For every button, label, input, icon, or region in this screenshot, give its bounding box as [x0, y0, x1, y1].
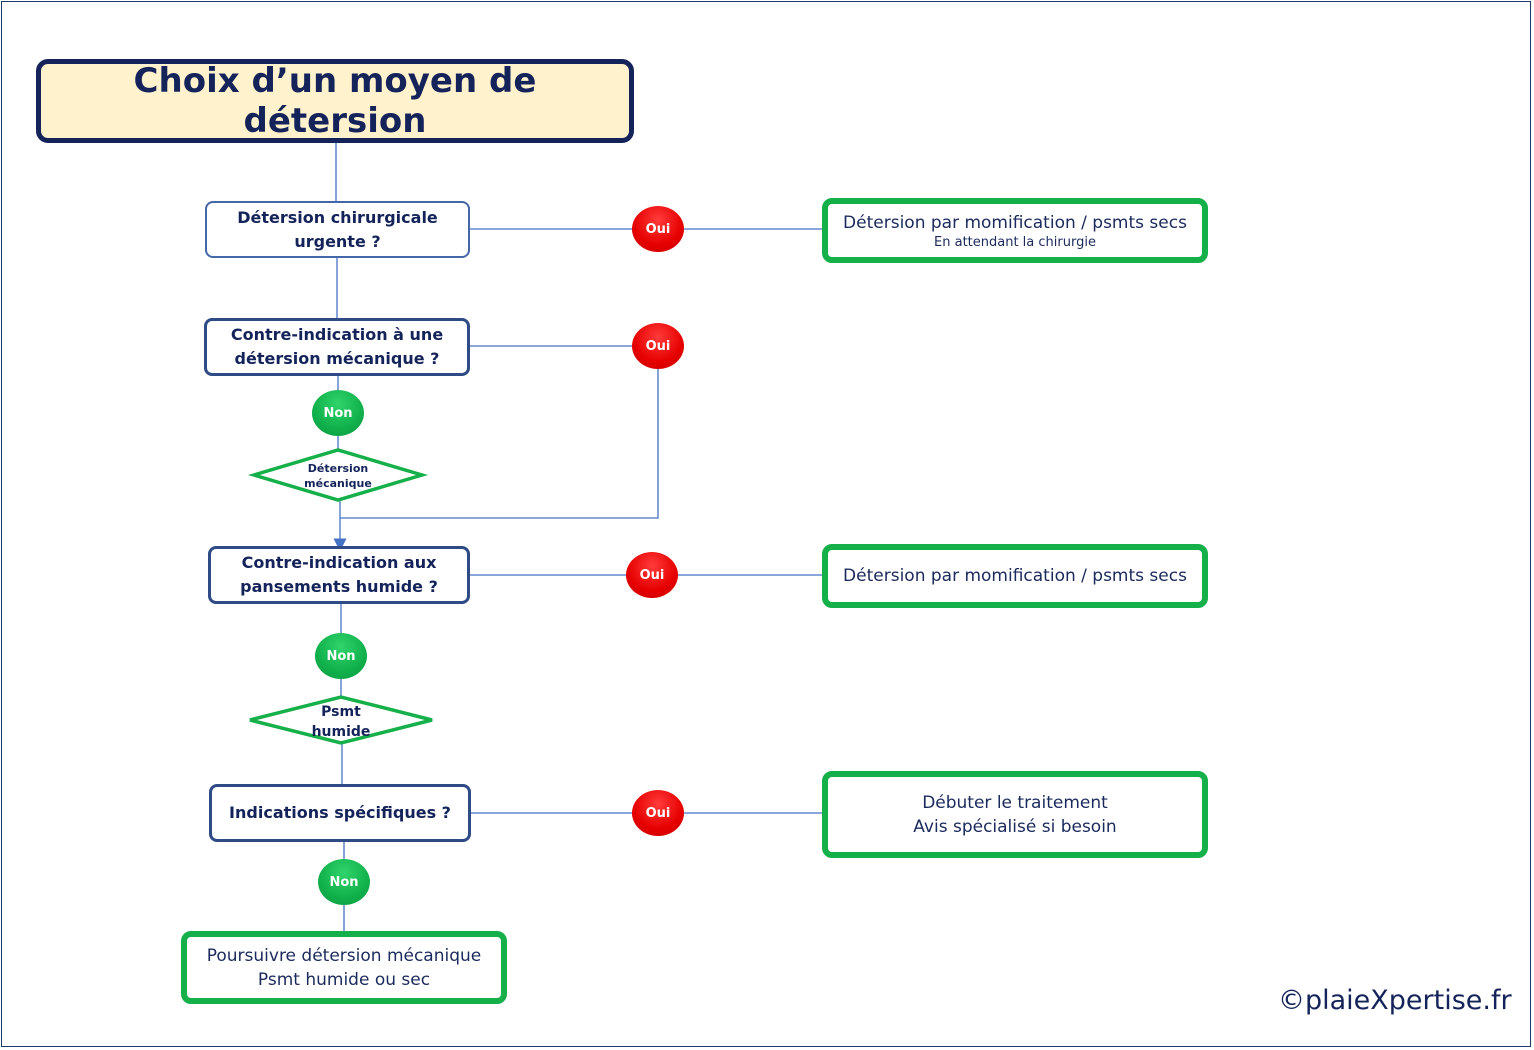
question-line: détersion mécanique ? [234, 349, 440, 368]
result-momification-surgery: Détersion par momification / psmts secs … [822, 198, 1208, 263]
result-main-text: Détersion par momification / psmts secs [843, 212, 1187, 233]
oui-badge: Oui [632, 206, 684, 252]
connector-oui-q3 [340, 346, 659, 519]
non-badge: Non [318, 859, 370, 905]
result-momification: Détersion par momification / psmts secs [822, 544, 1208, 608]
question-wet-dressing-contraindication: Contre-indication aux pansements humide … [208, 546, 470, 604]
result-line: Psmt humide ou sec [257, 969, 431, 990]
result-line: Poursuivre détersion mécanique [206, 945, 482, 966]
non-badge: Non [312, 390, 364, 436]
question-surgical-urgent: Détersion chirurgicale urgente ? [205, 201, 470, 258]
diamond-line: humide [311, 724, 371, 740]
diamond-detersion-mecanique [247, 448, 429, 502]
page-title: Choix d’un moyen de détersion [133, 61, 537, 141]
result-start-treatment: Débuter le traitement Avis spécialisé si… [822, 771, 1208, 858]
diamond-line: Psmt [321, 704, 361, 720]
copyright-footer: ©plaieXpertise.fr [1278, 985, 1512, 1016]
question-line: Détersion chirurgicale [237, 207, 438, 227]
oui-badge: Oui [632, 790, 684, 836]
question-line: Contre-indication aux [241, 553, 437, 572]
result-sub-text: En attendant la chirurgie [934, 234, 1096, 250]
question-line: pansements humide ? [240, 577, 438, 596]
diamond-label-psmt: Psmt humide [286, 702, 396, 742]
question-specific-indications: Indications spécifiques ? [209, 784, 471, 842]
result-line: Avis spécialisé si besoin [913, 816, 1117, 837]
question-mechanical-contraindication: Contre-indication à une détersion mécani… [204, 318, 470, 376]
oui-badge: Oui [626, 552, 678, 598]
diamond-psmt-humide [249, 695, 433, 745]
diamond-line: mécanique [304, 477, 372, 490]
non-badge: Non [315, 633, 367, 679]
result-line: Débuter le traitement [922, 792, 1108, 813]
question-line: Indications spécifiques ? [229, 803, 451, 822]
diamond-label-detersion: Détersion mécanique [284, 461, 392, 491]
result-main-text: Détersion par momification / psmts secs [843, 566, 1187, 586]
oui-badge: Oui [632, 323, 684, 369]
question-line: Contre-indication à une [230, 325, 444, 344]
question-line: urgente ? [294, 231, 381, 251]
diamond-line: Détersion [307, 462, 369, 475]
title-box: Choix d’un moyen de détersion [36, 59, 634, 143]
result-continue-mechanical: Poursuivre détersion mécanique Psmt humi… [181, 931, 507, 1004]
